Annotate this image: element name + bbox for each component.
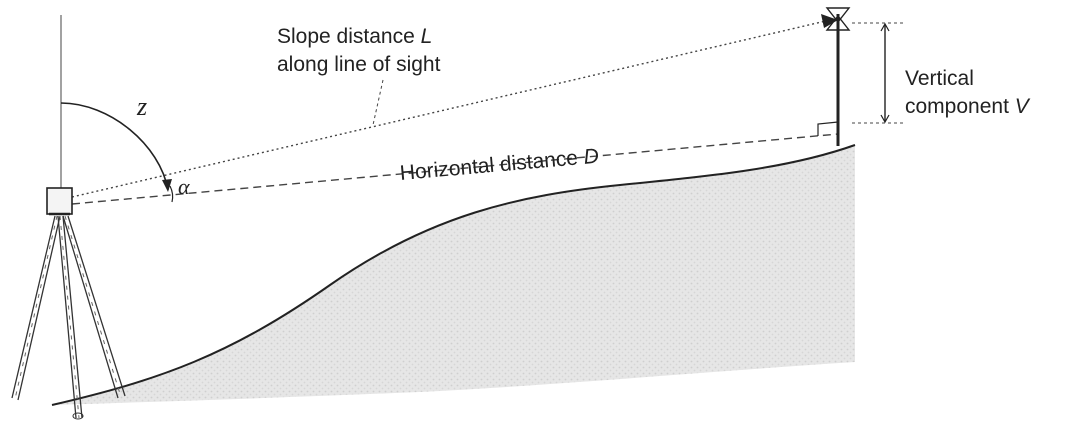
- zenith-angle-arrowhead: [162, 179, 172, 192]
- tripod-leg-left: [11, 215, 61, 401]
- zenith-angle-symbol: z: [137, 92, 148, 121]
- tripod: [11, 215, 126, 419]
- tripod-foot-center: [72, 412, 84, 420]
- line-of-sight-label: along line of sight: [277, 53, 441, 76]
- vertical-arrow-top: [880, 22, 890, 32]
- right-angle-marker: [817, 121, 839, 136]
- tripod-leg-center: [57, 215, 83, 419]
- tripod-leg-right: [62, 215, 126, 399]
- instrument-head: [46, 187, 73, 215]
- vertical-label-line1: Vertical: [905, 67, 974, 90]
- horizontal-distance-line: [71, 133, 839, 205]
- horizontal-distance-variable: D: [582, 144, 600, 169]
- slope-label-leader: [372, 79, 384, 126]
- vertical-component-variable: V: [1014, 95, 1029, 118]
- slope-distance-label: Slope distance L: [277, 24, 432, 50]
- alpha-angle-symbol: α: [178, 174, 190, 199]
- slope-distance-text: Slope distance: [277, 25, 415, 48]
- vertical-component-text: component: [905, 95, 1009, 118]
- tripod-leg-hatching: [14, 215, 122, 419]
- ground-profile-line: [51, 144, 856, 406]
- vertical-arrow-bottom: [880, 114, 890, 124]
- ground-terrain: [52, 145, 855, 405]
- alpha-angle-arc: [169, 185, 174, 203]
- target-arrowhead: [821, 14, 838, 28]
- zenith-angle-arc: [60, 102, 169, 191]
- slope-distance-variable: L: [420, 25, 433, 48]
- vertical-component-label: component V: [905, 94, 1029, 120]
